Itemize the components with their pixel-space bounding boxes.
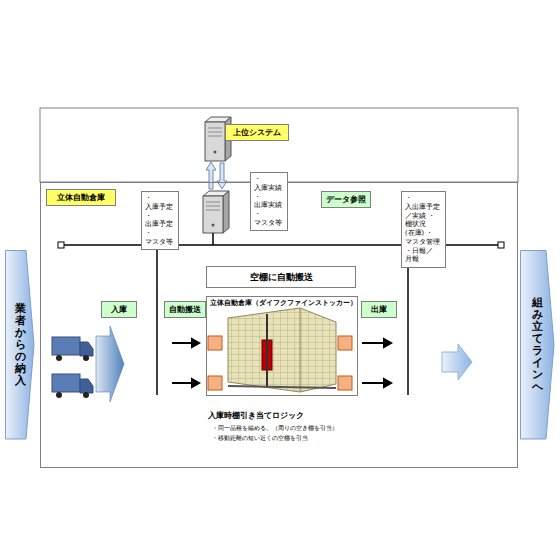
flow-band: 組み立てラインへ xyxy=(520,250,555,440)
band-arrow-shape xyxy=(521,251,555,440)
node-text: 業者からの納入 xyxy=(15,303,26,388)
truck-icon xyxy=(52,374,93,398)
band-arrow-shape xyxy=(6,251,35,440)
upper-panel xyxy=(40,108,518,182)
node-text: 上位システム xyxy=(233,127,281,138)
process-label: 自動搬送 xyxy=(164,301,206,318)
down-arrow xyxy=(217,163,227,189)
rack-illustration xyxy=(228,308,336,392)
logic-note: 入庫時棚引き当てロジック xyxy=(208,410,304,421)
node-text: 出庫 xyxy=(371,305,387,315)
node-text: 立体自動倉庫 xyxy=(46,189,116,206)
truck-icon xyxy=(52,337,93,361)
logic-note: ・移動距離の短い近くの空棚を引当 xyxy=(212,434,308,443)
heading-box: 空棚に自動搬送 xyxy=(206,266,356,288)
block-arrow xyxy=(442,344,472,380)
node-text: ・入出庫予定／実績 ・棚状況(在庫) ・マスタ管理 ・日報／月報 xyxy=(405,194,440,264)
parcel-box xyxy=(208,336,352,390)
system-label: 上位システム xyxy=(225,124,289,141)
node-text: 自動搬送 xyxy=(169,305,201,315)
node-text: データ参照 xyxy=(326,195,366,205)
logic-note: ・同一品種を纏める。（周りの空き棚を引当） xyxy=(212,424,338,433)
node-text: 組み立てラインへ xyxy=(532,297,543,394)
data-note: ・入出庫予定／実績 ・棚状況(在庫) ・マスタ管理 ・日報／月報 xyxy=(401,191,446,268)
block-arrow xyxy=(96,326,124,402)
node-text: 立体自動倉庫（ダイフクファインストッカー） xyxy=(210,299,354,308)
up-arrow xyxy=(206,162,216,189)
flow-band: 業者からの納入 xyxy=(5,250,35,440)
process-label: データ参照 xyxy=(321,191,371,208)
node-text: ・入庫実績 ・出庫実績 ・マスタ等 xyxy=(254,175,282,228)
server-icon xyxy=(203,191,229,233)
warehouse-box: 立体自動倉庫（ダイフクファインストッカー） xyxy=(206,296,358,396)
node-text: ・入庫予定 ・出庫予定 ・マスタ等 xyxy=(145,194,173,247)
process-label: 出庫 xyxy=(361,301,397,318)
data-note: ・入庫実績 ・出庫実績 ・マスタ等 xyxy=(250,172,288,231)
node-text: 入庫 xyxy=(111,305,127,315)
process-label: 入庫 xyxy=(101,301,137,318)
data-note: ・入庫予定 ・出庫予定 ・マスタ等 xyxy=(141,191,179,250)
bus-end xyxy=(498,242,504,248)
bus-end xyxy=(58,242,64,248)
node-text: 空棚に自動搬送 xyxy=(250,271,313,284)
